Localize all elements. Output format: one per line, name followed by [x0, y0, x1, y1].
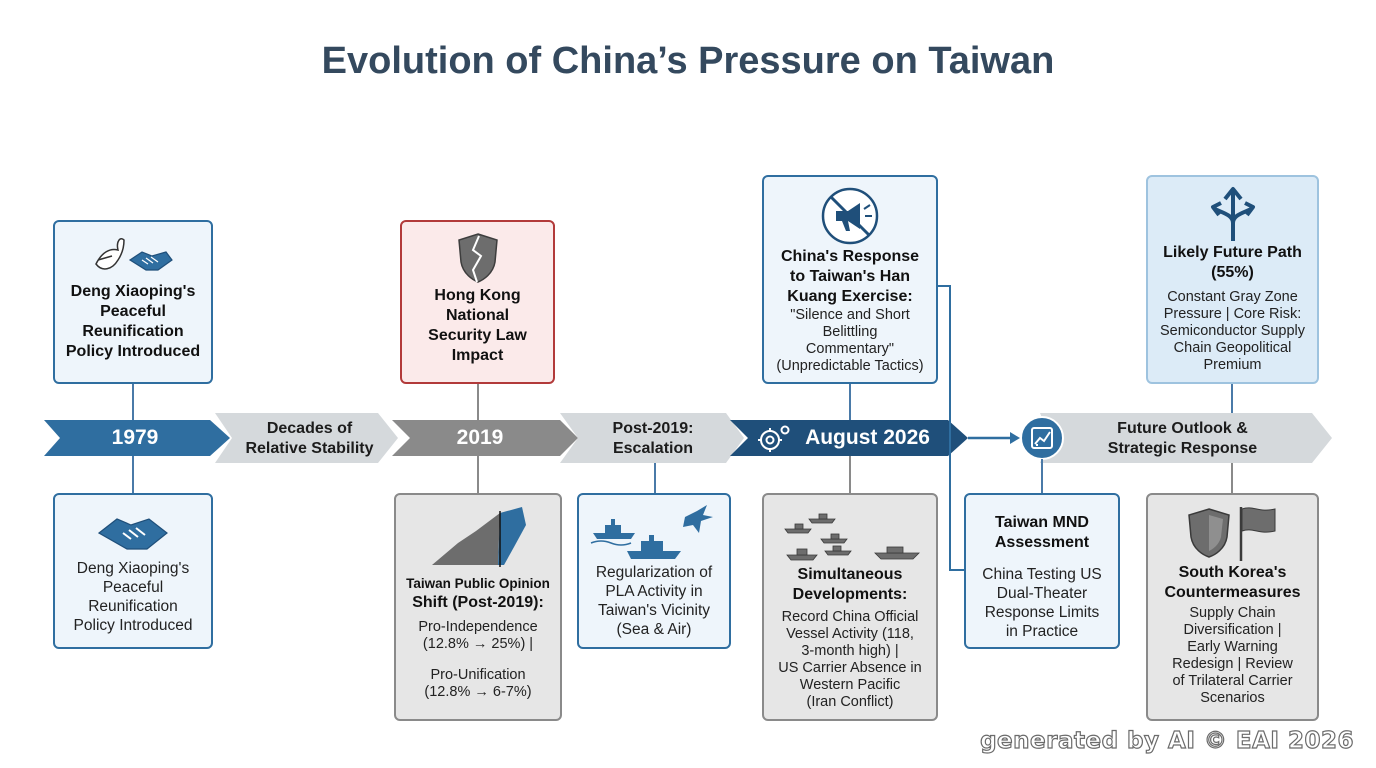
connector [477, 456, 479, 493]
arrow-segment-post2019 [560, 413, 744, 463]
connector [849, 384, 851, 420]
dove-icon [95, 238, 125, 270]
connector [132, 384, 134, 420]
handshake-icon [97, 518, 168, 550]
card-hongkong: Hong Kong National Security Law Impact [400, 220, 555, 384]
muted-megaphone-icon [821, 187, 879, 245]
broken-shield-icon [457, 233, 498, 283]
split-arrow-icon [1210, 187, 1255, 241]
connector [849, 456, 851, 493]
card-deng-top: Deng Xiaoping's Peaceful Reunification P… [53, 220, 213, 384]
page-title: Evolution of China’s Pressure on Taiwan [321, 40, 1055, 82]
arrow-segment-1979 [44, 420, 230, 456]
card-deng-bottom: Deng Xiaoping's Peaceful Reunification P… [53, 493, 213, 649]
connector [132, 456, 134, 494]
connector [1231, 463, 1233, 493]
connector [477, 384, 479, 420]
card-simultaneous-developments: Simultaneous Developments: Record China … [762, 493, 938, 721]
watermark: generated by AI © EAI 2026 [979, 727, 1354, 754]
handshake-icon [128, 251, 173, 271]
ships-jet-icon [590, 505, 713, 559]
connector [1231, 384, 1233, 413]
taiwan-map-icon [432, 507, 526, 567]
arrow-segment-future [1040, 413, 1332, 463]
card-future-path: Likely Future Path (55%) Constant Gray Z… [1146, 175, 1319, 384]
segment-label-post2019: Post-2019:Escalation [612, 420, 694, 457]
trend-circle [1020, 416, 1064, 460]
connector [1041, 459, 1043, 493]
trend-chart-icon [1031, 427, 1053, 449]
card-china-response: China's Response to Taiwan's Han Kuang E… [762, 175, 938, 384]
connector [654, 463, 656, 493]
card-pla-activity: Regularization of PLA Activity in Taiwan… [577, 493, 731, 649]
arrow-segment-aug2026 [730, 420, 968, 456]
fleet-icon [784, 513, 920, 561]
segment-label-aug2026: August 2026 [805, 426, 930, 449]
arrow-segment-stability [215, 413, 398, 463]
segment-label-2019: 2019 [456, 426, 504, 449]
shield-flag-icon [1187, 507, 1275, 561]
segment-label-1979: 1979 [111, 426, 159, 449]
segment-label-future: Future Outlook &Strategic Response [1107, 420, 1258, 457]
gear-icon [758, 425, 790, 452]
card-public-opinion: Taiwan Public Opinion Shift (Post-2019):… [394, 493, 562, 721]
arrow-segment-2019 [392, 420, 578, 456]
card-taiwan-mnd: Taiwan MND Assessment China Testing US D… [964, 493, 1120, 649]
card-south-korea: South Korea's Countermeasures Supply Cha… [1146, 493, 1319, 721]
